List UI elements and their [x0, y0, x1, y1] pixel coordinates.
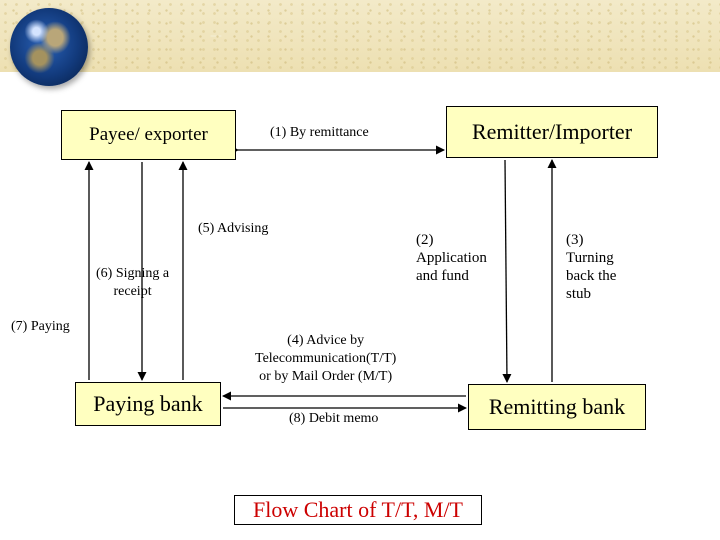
- payee-exporter-box: Payee/ exporter: [61, 110, 236, 160]
- remitting-bank-box: Remitting bank: [468, 384, 646, 430]
- step1-label: (1) By remittance: [270, 125, 369, 140]
- step2-label: (2) Application and fund: [416, 231, 487, 285]
- globe-icon: [10, 8, 88, 86]
- step2-line: Application: [416, 250, 487, 266]
- step4-line: (4) Advice by: [287, 333, 365, 348]
- diagram-title: Flow Chart of T/T, M/T: [234, 495, 482, 525]
- step5-label: (5) Advising: [198, 221, 269, 236]
- step3-line: (3): [566, 232, 584, 248]
- step2-line: and fund: [416, 268, 469, 284]
- remitting-bank-label: Remitting bank: [488, 394, 626, 419]
- step6-label: (6) Signing a receipt: [96, 265, 169, 301]
- remitter-importer-box: Remitter/Importer: [446, 106, 658, 158]
- paying-bank-box: Paying bank: [75, 382, 221, 426]
- step8-label: (8) Debit memo: [289, 411, 379, 426]
- step4-label: (4) Advice by Telecommunication(T/T) or …: [255, 332, 396, 386]
- step3-line: stub: [566, 286, 592, 302]
- step3-line: Turning: [566, 250, 614, 266]
- step7-label: (7) Paying: [11, 319, 70, 334]
- step3-label: (3) Turning back the stub: [566, 231, 616, 303]
- step2-line: (2): [416, 232, 434, 248]
- step6-line: (6) Signing a: [96, 266, 170, 281]
- step3-line: back the: [566, 268, 617, 284]
- payee-label: Payee/ exporter: [89, 124, 208, 145]
- step4-line: or by Mail Order (M/T): [259, 369, 393, 384]
- step4-line: Telecommunication(T/T): [255, 351, 397, 366]
- banner-texture: [0, 0, 720, 72]
- remitter-label: Remitter/Importer: [471, 119, 633, 144]
- header-banner: [0, 0, 720, 72]
- step6-line: receipt: [113, 284, 152, 299]
- paying-bank-label: Paying bank: [93, 391, 203, 416]
- arrow-step2: [502, 159, 512, 383]
